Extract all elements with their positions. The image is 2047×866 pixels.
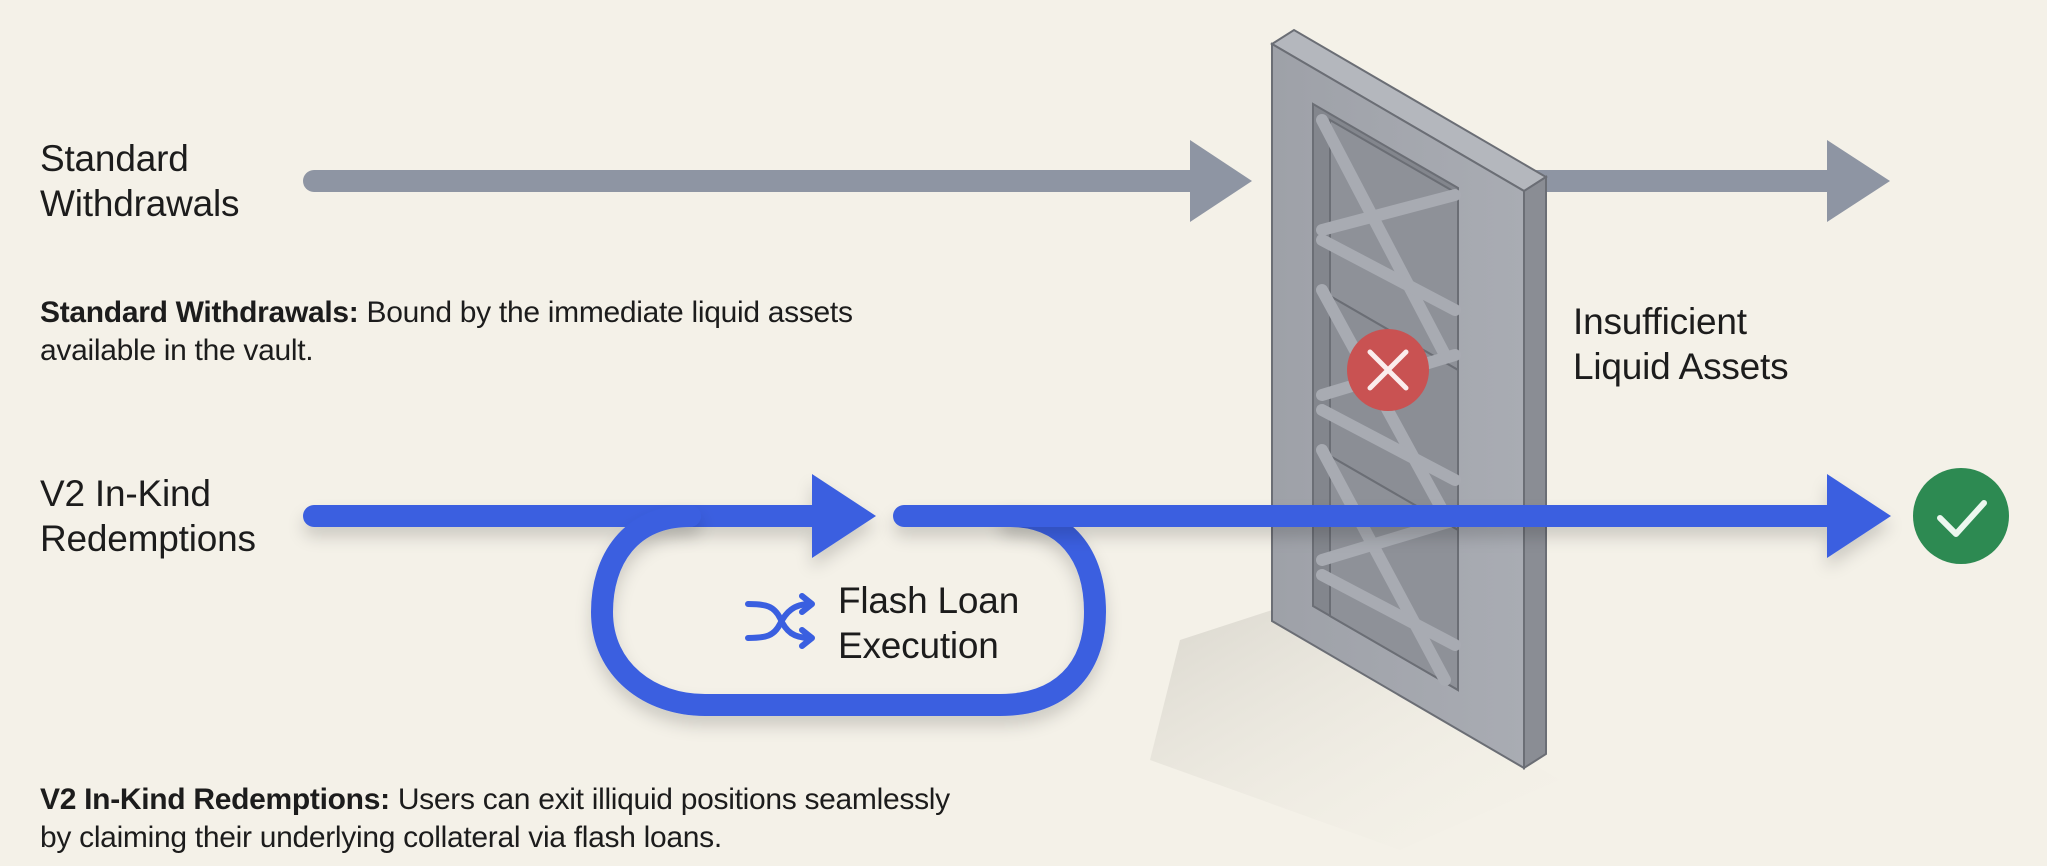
standard-arrow-out [1530,140,1890,222]
label-line: Liquid Assets [1573,346,1789,387]
v2-in-kind-redemptions-label: V2 In-Kind Redemptions [40,471,256,561]
wall-shadow [1150,610,1560,850]
v2-arrow-in [303,474,876,558]
description-text: Bound by the immediate liquid assets [358,296,853,329]
v2-in-kind-redemptions-description: V2 In-Kind Redemptions: Users can exit i… [40,781,1140,857]
standard-withdrawals-description: Standard Withdrawals: Bound by the immed… [40,294,1040,370]
check-circle-icon [1913,468,2009,564]
description-line: by claiming their underlying collateral … [40,821,722,854]
label-line: Execution [838,625,999,666]
label-line: Flash Loan [838,580,1020,621]
description-term: V2 In-Kind Redemptions: [40,783,390,816]
description-line: available in the vault. [40,334,314,367]
label-line: Withdrawals [40,183,240,224]
label-line: Redemptions [40,518,256,559]
shuffle-icon [745,593,815,649]
label-line: Insufficient [1573,301,1747,342]
standard-withdrawals-label: Standard Withdrawals [40,136,239,226]
v2-arrow-out [893,474,1891,558]
label-line: Standard [40,138,189,179]
standard-arrow-in [303,140,1252,222]
flash-loan-loop [590,505,1107,716]
description-text: Users can exit illiquid positions seamle… [389,783,950,816]
description-line: Standard Withdrawals: Bound by the immed… [40,294,1040,332]
description-term: Standard Withdrawals: [40,296,359,329]
label-line: V2 In-Kind [40,473,211,514]
x-circle-icon [1347,329,1429,411]
description-line: V2 In-Kind Redemptions: Users can exit i… [40,781,1140,819]
insufficient-liquid-assets-label: Insufficient Liquid Assets [1573,299,1789,389]
flash-loan-execution-label: Flash Loan Execution [838,578,1019,668]
